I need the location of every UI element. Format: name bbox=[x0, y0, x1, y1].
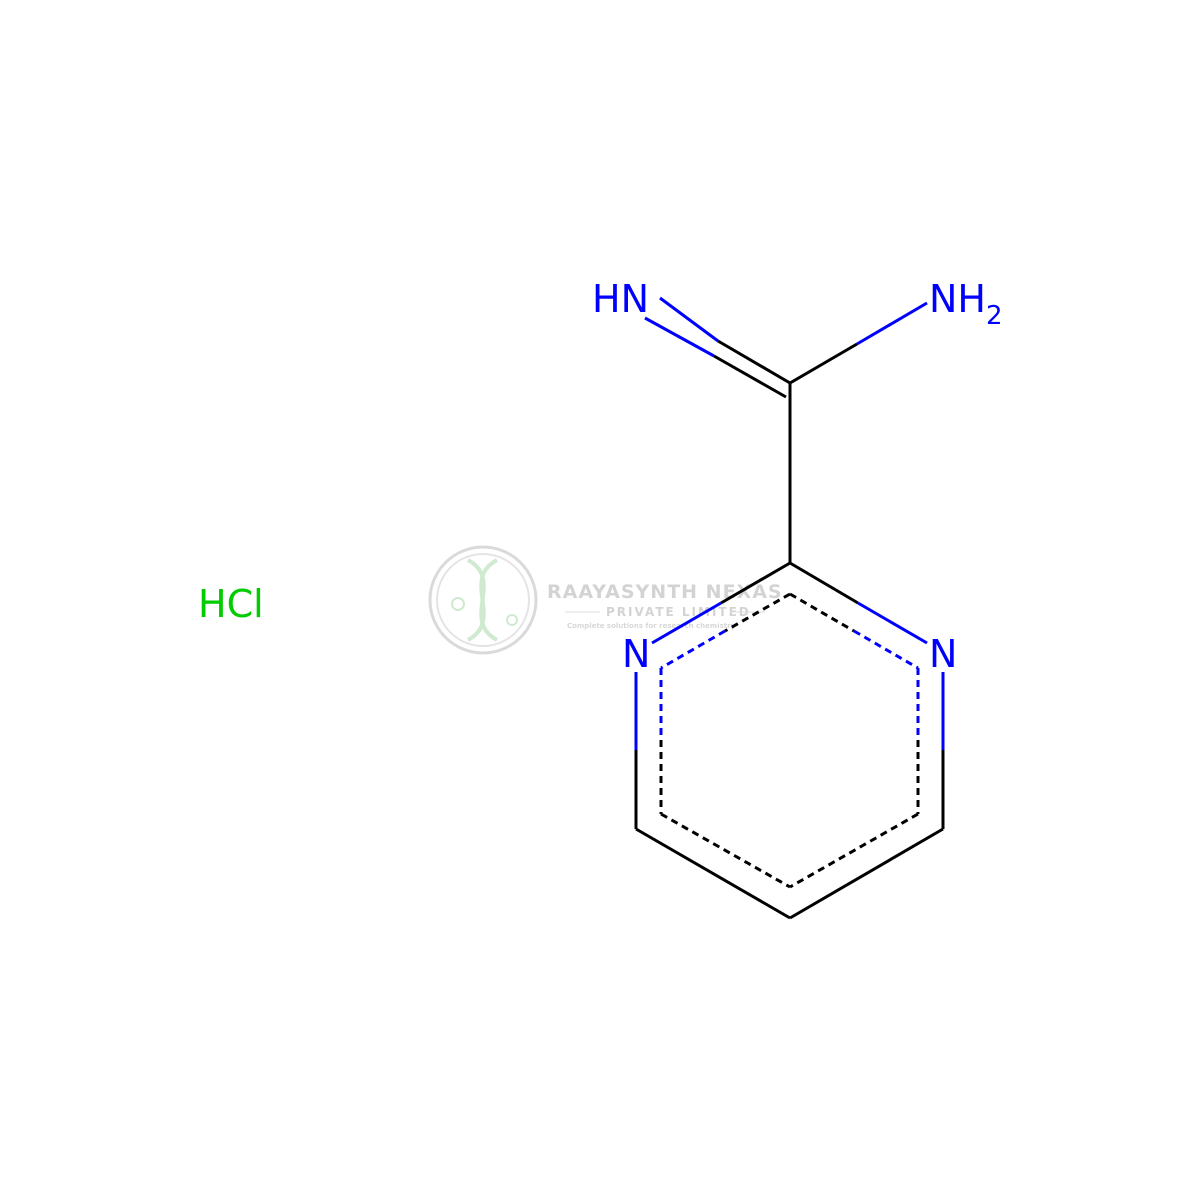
aromatic-inner-ring bbox=[659, 592, 920, 889]
aromatic-c2-n1-blue bbox=[660, 629, 726, 670]
aromatic-c6-c5 bbox=[660, 812, 791, 889]
aromatic-c4-c5 bbox=[789, 812, 919, 889]
bond-c-imine-black-1 bbox=[717, 339, 791, 385]
bond-c-imine-blue-1 bbox=[659, 296, 719, 343]
bond-c-amine-black bbox=[789, 342, 858, 385]
watermark-title: RAAYASYNTH NEXAS bbox=[547, 581, 783, 603]
bond-c6-c5 bbox=[635, 827, 791, 920]
bond-c2-n3-blue bbox=[857, 601, 928, 645]
counterion-hcl: HCl bbox=[198, 582, 264, 626]
watermark-hex-icon-2 bbox=[506, 614, 518, 626]
watermark-logo-inner-ring bbox=[436, 553, 530, 647]
aromatic-c2-n1-black bbox=[724, 592, 791, 633]
watermark-dna-icon bbox=[466, 558, 499, 642]
aromatic-c2-n3-blue bbox=[853, 629, 919, 670]
atom-label-amine-nh2: NH2 bbox=[929, 277, 1003, 331]
atom-label-imine-nh: HN bbox=[592, 277, 649, 321]
watermark-hex-icon bbox=[451, 597, 465, 611]
bond-c-imine-blue-2 bbox=[644, 316, 715, 358]
watermark: RAAYASYNTH NEXAS PRIVATE LIMITED Complet… bbox=[428, 545, 783, 655]
bond-c2-n3-black bbox=[789, 561, 859, 605]
atom-label-ring-n1: N bbox=[622, 632, 650, 676]
bond-c4-c5 bbox=[789, 827, 944, 920]
bond-c2-n1-black bbox=[720, 561, 791, 605]
bond-c2-n1-blue bbox=[651, 601, 722, 645]
watermark-tagline: Complete solutions for research chemistr… bbox=[567, 622, 736, 630]
atom-label-ring-n3: N bbox=[929, 632, 957, 676]
amine-subscript: 2 bbox=[986, 301, 1003, 331]
watermark-subtitle: PRIVATE LIMITED bbox=[606, 605, 751, 619]
amine-base-text: NH bbox=[929, 277, 986, 321]
bond-c-imine-black-2 bbox=[713, 354, 787, 399]
bond-c-amine-blue bbox=[856, 301, 928, 346]
aromatic-c2-n3-black bbox=[789, 592, 855, 633]
watermark-logo-outer-ring bbox=[428, 545, 538, 655]
